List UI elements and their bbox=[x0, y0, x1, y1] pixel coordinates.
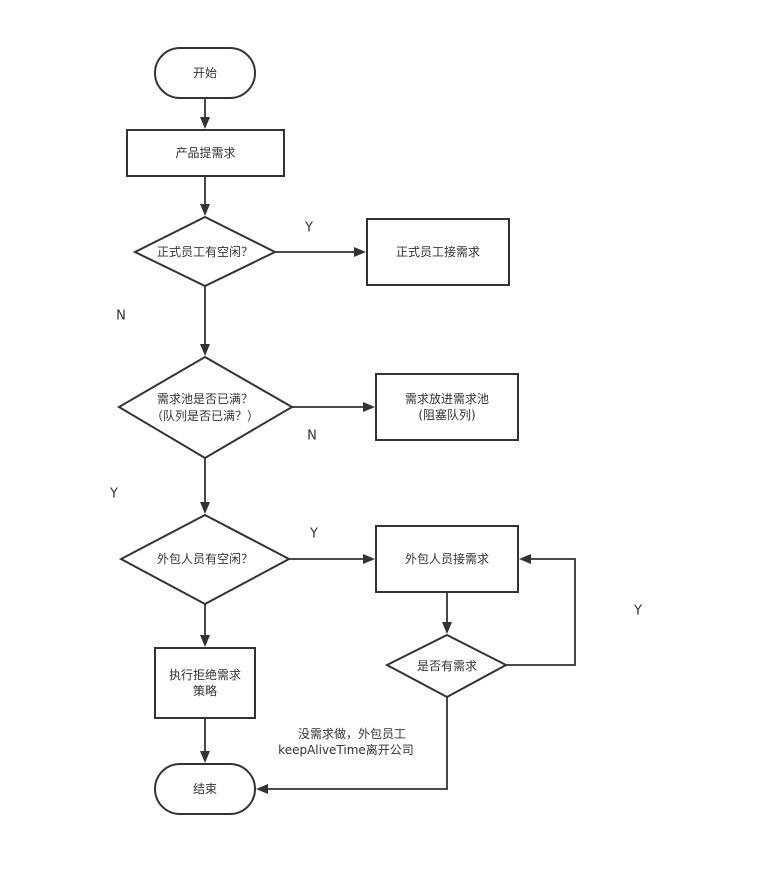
product-request-node: 产品提需求 bbox=[126, 129, 285, 177]
edge-has-request-to-end bbox=[256, 697, 448, 794]
pool-full-label-line2: （队列是否已满？） bbox=[151, 408, 259, 423]
edge-reject-to-end bbox=[200, 718, 210, 763]
edge-outsource-decision-to-outsource-take bbox=[289, 554, 375, 564]
edges bbox=[200, 98, 576, 794]
reject-label-line1: 执行拒绝需求 bbox=[169, 667, 241, 682]
label-pool-no: N bbox=[307, 429, 317, 444]
put-pool-node: 需求放进需求池 (阻塞队列) bbox=[375, 373, 519, 441]
end-node: 结束 bbox=[154, 763, 256, 815]
start-node-label: 开始 bbox=[193, 66, 217, 80]
fulltime-take-label: 正式员工接需求 bbox=[396, 244, 480, 259]
edge-outsource-take-to-has-request bbox=[442, 592, 452, 634]
end-node-label: 结束 bbox=[193, 782, 217, 796]
label-pool-yes: Y bbox=[109, 487, 118, 502]
reject-strategy-node: 执行拒绝需求 策略 bbox=[154, 647, 256, 719]
product-request-label: 产品提需求 bbox=[175, 145, 235, 160]
reject-label-line2: 策略 bbox=[193, 683, 217, 698]
put-pool-label-line1: 需求放进需求池 bbox=[405, 391, 489, 406]
edge-fulltime-decision-to-pool-decision bbox=[200, 286, 210, 356]
outsource-take-label: 外包人员接需求 bbox=[405, 551, 489, 566]
edge-has-request-loop-back bbox=[506, 554, 576, 666]
fulltime-take-node: 正式员工接需求 bbox=[366, 218, 510, 286]
has-request-label: 是否有需求 bbox=[417, 659, 477, 673]
has-request-decision: 是否有需求 bbox=[384, 633, 509, 699]
outsource-take-node: 外包人员接需求 bbox=[375, 525, 519, 593]
edge-outsource-decision-to-reject bbox=[200, 604, 210, 647]
outsource-free-label: 外包人员有空闲？ bbox=[157, 552, 253, 566]
start-node: 开始 bbox=[154, 47, 256, 99]
leave-company-note: 没需求做，外包员工 keepAliveTime离开公司 bbox=[278, 726, 414, 757]
label-fulltime-no: N bbox=[116, 309, 126, 324]
edge-pool-decision-to-outsource-decision bbox=[200, 458, 210, 514]
label-loop-yes: Y bbox=[633, 604, 642, 619]
note-line2: keepAliveTime离开公司 bbox=[278, 742, 414, 757]
edge-pool-decision-to-put-pool bbox=[292, 402, 375, 412]
put-pool-label-line2: (阻塞队列) bbox=[418, 407, 475, 422]
pool-full-decision: 需求池是否已满？ （队列是否已满？） bbox=[117, 355, 294, 460]
edge-start-to-product-request bbox=[200, 98, 210, 129]
note-line1: 没需求做，外包员工 bbox=[298, 726, 406, 741]
pool-full-label-line1: 需求池是否已满？ bbox=[157, 392, 253, 406]
edge-fulltime-decision-to-fulltime-take bbox=[275, 247, 366, 257]
fulltime-free-label: 正式员工有空闲？ bbox=[157, 245, 253, 259]
label-outsource-yes: Y bbox=[309, 527, 318, 542]
outsource-free-decision: 外包人员有空闲？ bbox=[118, 513, 292, 606]
edge-product-request-to-fulltime-decision bbox=[200, 176, 210, 216]
fulltime-free-decision: 正式员工有空闲？ bbox=[132, 215, 278, 288]
label-fulltime-yes: Y bbox=[304, 221, 313, 236]
